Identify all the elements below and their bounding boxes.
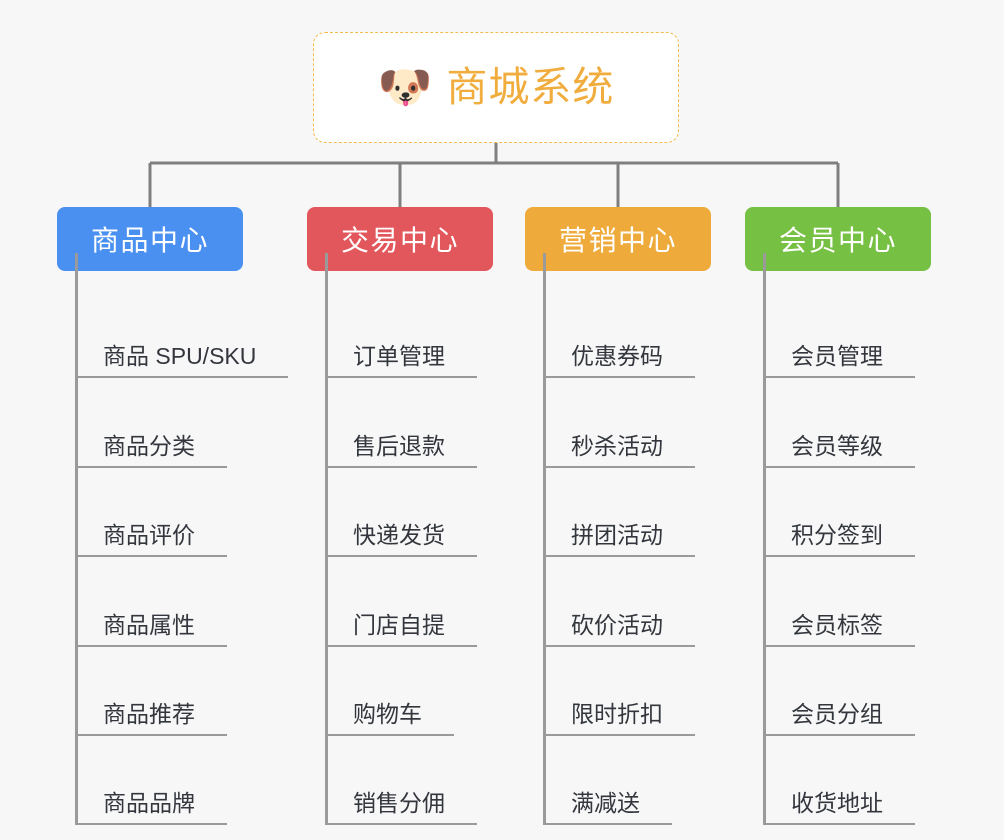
root-node[interactable]: 🐶 商城系统 xyxy=(313,32,679,143)
leaf-item[interactable]: 订单管理 xyxy=(307,289,527,379)
leaf-underline xyxy=(543,555,695,558)
leaf-item[interactable]: 会员管理 xyxy=(745,289,965,379)
leaf-label: 商品属性 xyxy=(103,611,195,638)
leaf-spine-2 xyxy=(543,253,546,825)
leaf-label: 购物车 xyxy=(353,700,422,727)
leaf-item[interactable]: 商品评价 xyxy=(57,468,277,558)
leaf-item[interactable]: 商品分类 xyxy=(57,378,277,468)
leaf-underline xyxy=(75,733,227,736)
branch-header-2[interactable]: 营销中心 xyxy=(525,207,711,271)
leaf-underline xyxy=(75,555,227,558)
dog-face-icon: 🐶 xyxy=(377,62,433,112)
leaf-underline xyxy=(325,644,477,647)
leaf-item[interactable]: 会员等级 xyxy=(745,378,965,468)
leaf-underline xyxy=(763,465,915,468)
leaf-underline xyxy=(325,465,477,468)
root-title: 商城系统 xyxy=(446,64,615,110)
leaf-label: 会员标签 xyxy=(791,611,883,638)
branch-header-0[interactable]: 商品中心 xyxy=(57,207,243,271)
leaf-label: 快递发货 xyxy=(353,522,445,549)
leaf-label: 满减送 xyxy=(571,790,640,817)
leaf-item[interactable]: 秒杀活动 xyxy=(525,378,745,468)
leaf-item[interactable]: 优惠券码 xyxy=(525,289,745,379)
leaf-label: 会员管理 xyxy=(791,343,883,370)
leaf-item[interactable]: 销售分佣 xyxy=(307,736,527,826)
leaf-underline xyxy=(325,733,454,736)
leaf-label: 门店自提 xyxy=(353,611,445,638)
leaf-label: 商品评价 xyxy=(103,522,195,549)
leaf-list-0: 商品 SPU/SKU 商品分类 商品评价 商品属性 商品推荐 商品品牌 xyxy=(57,253,288,826)
leaf-list-1: 订单管理 售后退款 快递发货 门店自提 购物车 销售分佣 xyxy=(307,253,527,826)
leaf-underline xyxy=(763,644,915,647)
leaf-underline xyxy=(763,555,915,558)
leaf-item[interactable]: 拼团活动 xyxy=(525,468,745,558)
leaf-underline xyxy=(543,644,695,647)
leaf-label: 收货地址 xyxy=(791,790,883,817)
leaf-label: 商品品牌 xyxy=(103,790,195,817)
branch-column-0: 商品中心 商品 SPU/SKU 商品分类 商品评价 商品属性 商品推荐 xyxy=(57,207,288,826)
leaf-underline xyxy=(325,823,477,826)
leaf-item[interactable]: 积分签到 xyxy=(745,468,965,558)
leaf-underline xyxy=(543,823,672,826)
leaf-item[interactable]: 商品属性 xyxy=(57,557,277,647)
leaf-item[interactable]: 商品推荐 xyxy=(57,647,277,736)
leaf-item[interactable]: 商品品牌 xyxy=(57,736,277,826)
leaf-spine-0 xyxy=(75,253,78,825)
leaf-underline xyxy=(75,376,288,379)
leaf-label: 商品分类 xyxy=(103,432,195,459)
branch-column-2: 营销中心 优惠券码 秒杀活动 拼团活动 砍价活动 限时折扣 xyxy=(525,207,745,826)
leaf-label: 限时折扣 xyxy=(571,700,663,727)
leaf-item[interactable]: 满减送 xyxy=(525,736,745,826)
leaf-underline xyxy=(325,555,477,558)
leaf-underline xyxy=(325,376,477,379)
leaf-label: 积分签到 xyxy=(791,522,883,549)
leaf-label: 拼团活动 xyxy=(571,522,663,549)
leaf-label: 会员等级 xyxy=(791,432,883,459)
leaf-item[interactable]: 限时折扣 xyxy=(525,647,745,736)
leaf-list-2: 优惠券码 秒杀活动 拼团活动 砍价活动 限时折扣 满减送 xyxy=(525,253,745,826)
leaf-label: 销售分佣 xyxy=(353,790,445,817)
leaf-spine-1 xyxy=(325,253,328,825)
leaf-item[interactable]: 会员标签 xyxy=(745,557,965,647)
leaf-item[interactable]: 购物车 xyxy=(307,647,527,736)
leaf-underline xyxy=(763,733,915,736)
branch-header-3[interactable]: 会员中心 xyxy=(745,207,931,271)
leaf-label: 砍价活动 xyxy=(571,611,663,638)
leaf-label: 订单管理 xyxy=(353,343,445,370)
leaf-underline xyxy=(543,376,695,379)
leaf-list-3: 会员管理 会员等级 积分签到 会员标签 会员分组 收货地址 xyxy=(745,253,965,826)
leaf-item[interactable]: 会员分组 xyxy=(745,647,965,736)
leaf-item[interactable]: 门店自提 xyxy=(307,557,527,647)
leaf-underline xyxy=(763,376,915,379)
leaf-label: 售后退款 xyxy=(353,432,445,459)
leaf-label: 会员分组 xyxy=(791,700,883,727)
leaf-item[interactable]: 快递发货 xyxy=(307,468,527,558)
branch-column-3: 会员中心 会员管理 会员等级 积分签到 会员标签 会员分组 xyxy=(745,207,965,826)
branch-header-1[interactable]: 交易中心 xyxy=(307,207,493,271)
leaf-item[interactable]: 商品 SPU/SKU xyxy=(57,289,288,379)
leaf-label: 优惠券码 xyxy=(571,343,663,370)
leaf-underline xyxy=(75,644,227,647)
branch-column-1: 交易中心 订单管理 售后退款 快递发货 门店自提 购物车 xyxy=(307,207,527,826)
leaf-underline xyxy=(543,733,695,736)
leaf-item[interactable]: 砍价活动 xyxy=(525,557,745,647)
leaf-spine-3 xyxy=(763,253,766,825)
leaf-underline xyxy=(75,465,227,468)
leaf-label: 秒杀活动 xyxy=(571,432,663,459)
leaf-label: 商品推荐 xyxy=(103,700,195,727)
leaf-underline xyxy=(75,823,227,826)
leaf-underline xyxy=(543,465,695,468)
leaf-item[interactable]: 收货地址 xyxy=(745,736,965,826)
leaf-underline xyxy=(763,823,915,826)
leaf-label: 商品 SPU/SKU xyxy=(103,343,257,370)
leaf-item[interactable]: 售后退款 xyxy=(307,378,527,468)
